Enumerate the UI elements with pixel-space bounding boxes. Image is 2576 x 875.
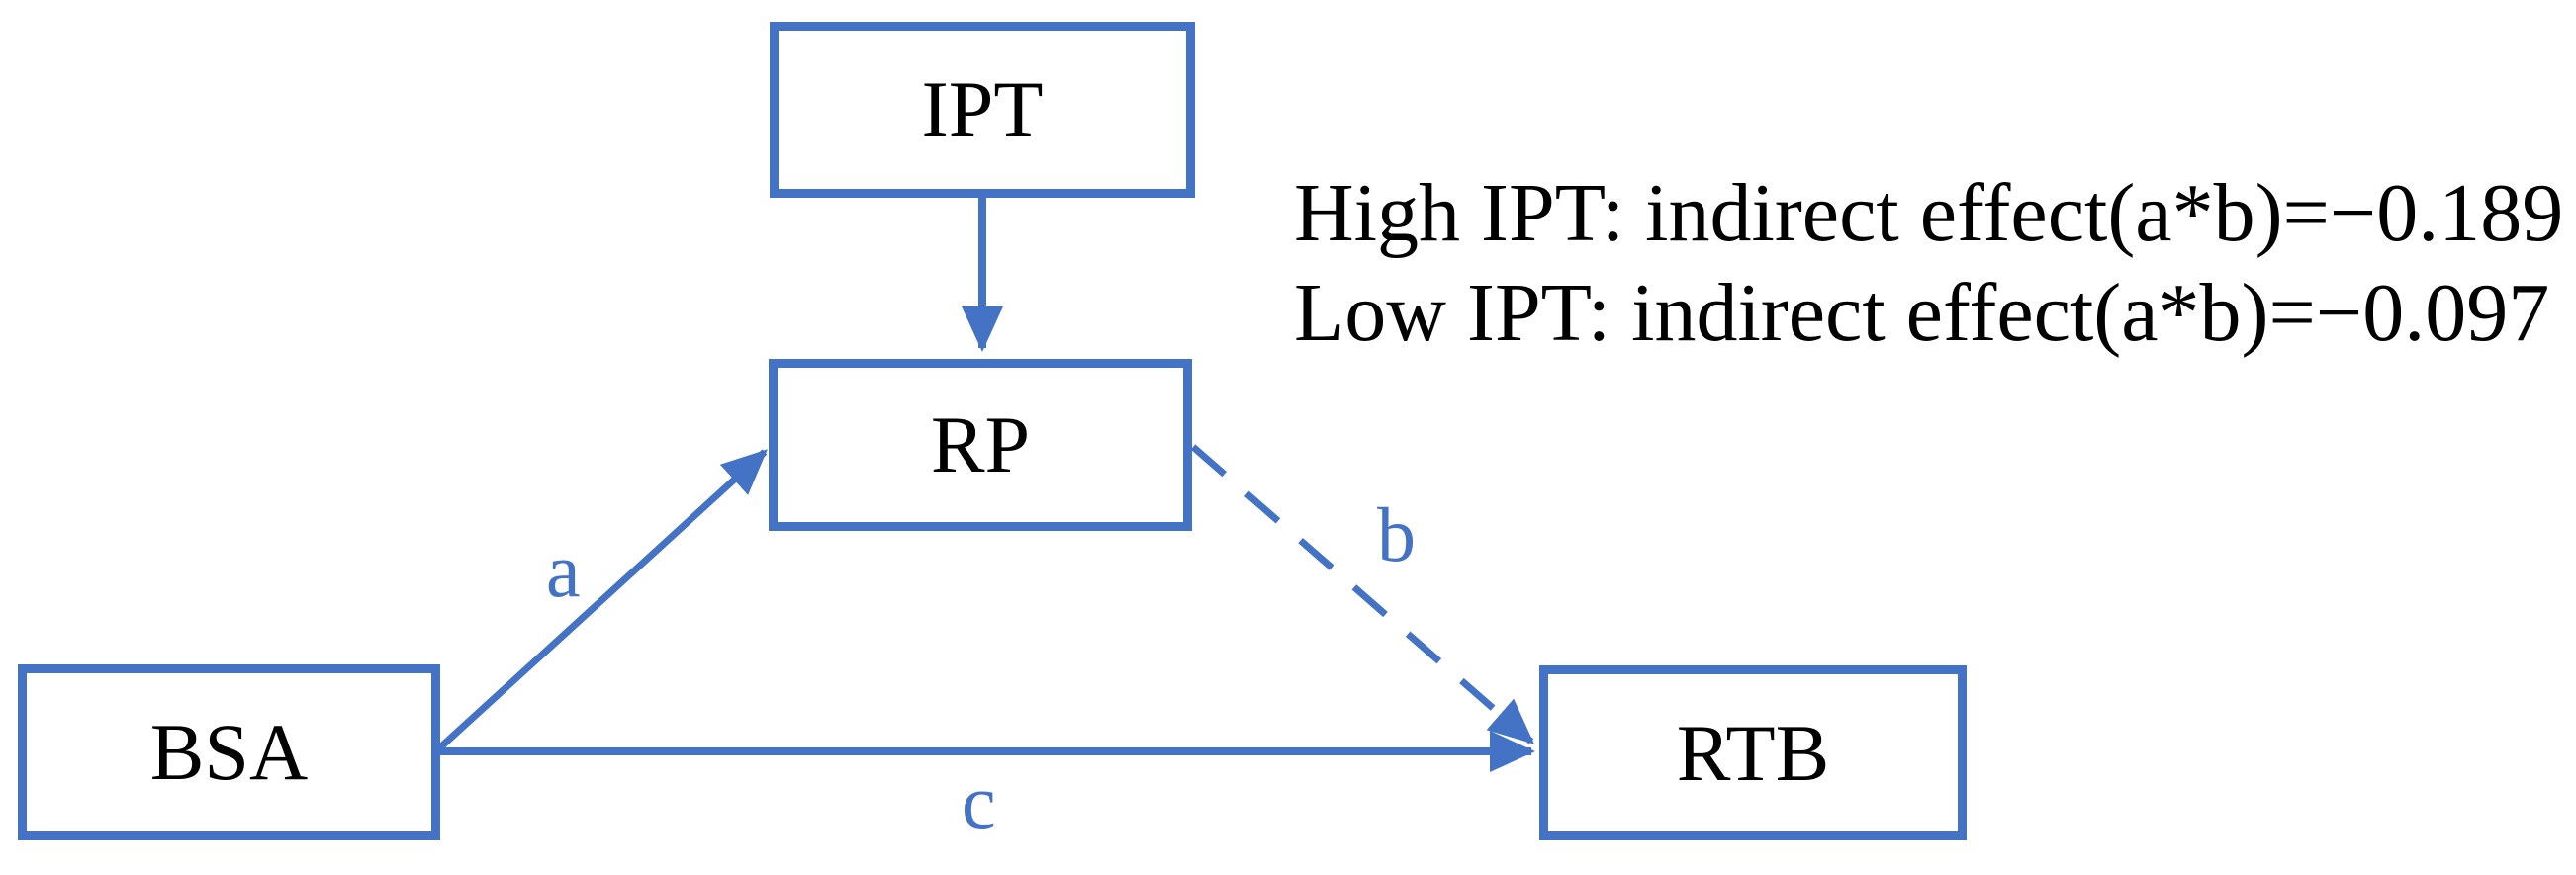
node-rtb: RTB: [1539, 665, 1967, 840]
arrow-b-rp-to-rtb: [1190, 444, 1535, 744]
indirect-effect-annotation: High IPT: indirect effect(a*b)=−0.189 Lo…: [1294, 163, 2563, 363]
node-ipt-label: IPT: [921, 64, 1044, 154]
annotation-line-high-ipt: High IPT: indirect effect(a*b)=−0.189: [1294, 167, 2564, 259]
path-label-c: c: [962, 758, 996, 844]
node-rp: RP: [769, 359, 1192, 531]
node-rp-label: RP: [930, 399, 1031, 489]
node-rtb-label: RTB: [1676, 707, 1830, 798]
node-bsa: BSA: [18, 664, 440, 840]
arrow-a-bsa-to-rp: [437, 449, 768, 750]
annotation-line-low-ipt: Low IPT: indirect effect(a*b)=−0.097: [1294, 267, 2550, 359]
path-label-a: a: [546, 527, 581, 613]
node-ipt: IPT: [770, 22, 1195, 198]
path-label-b: b: [1377, 491, 1416, 577]
node-bsa-label: BSA: [149, 707, 309, 797]
